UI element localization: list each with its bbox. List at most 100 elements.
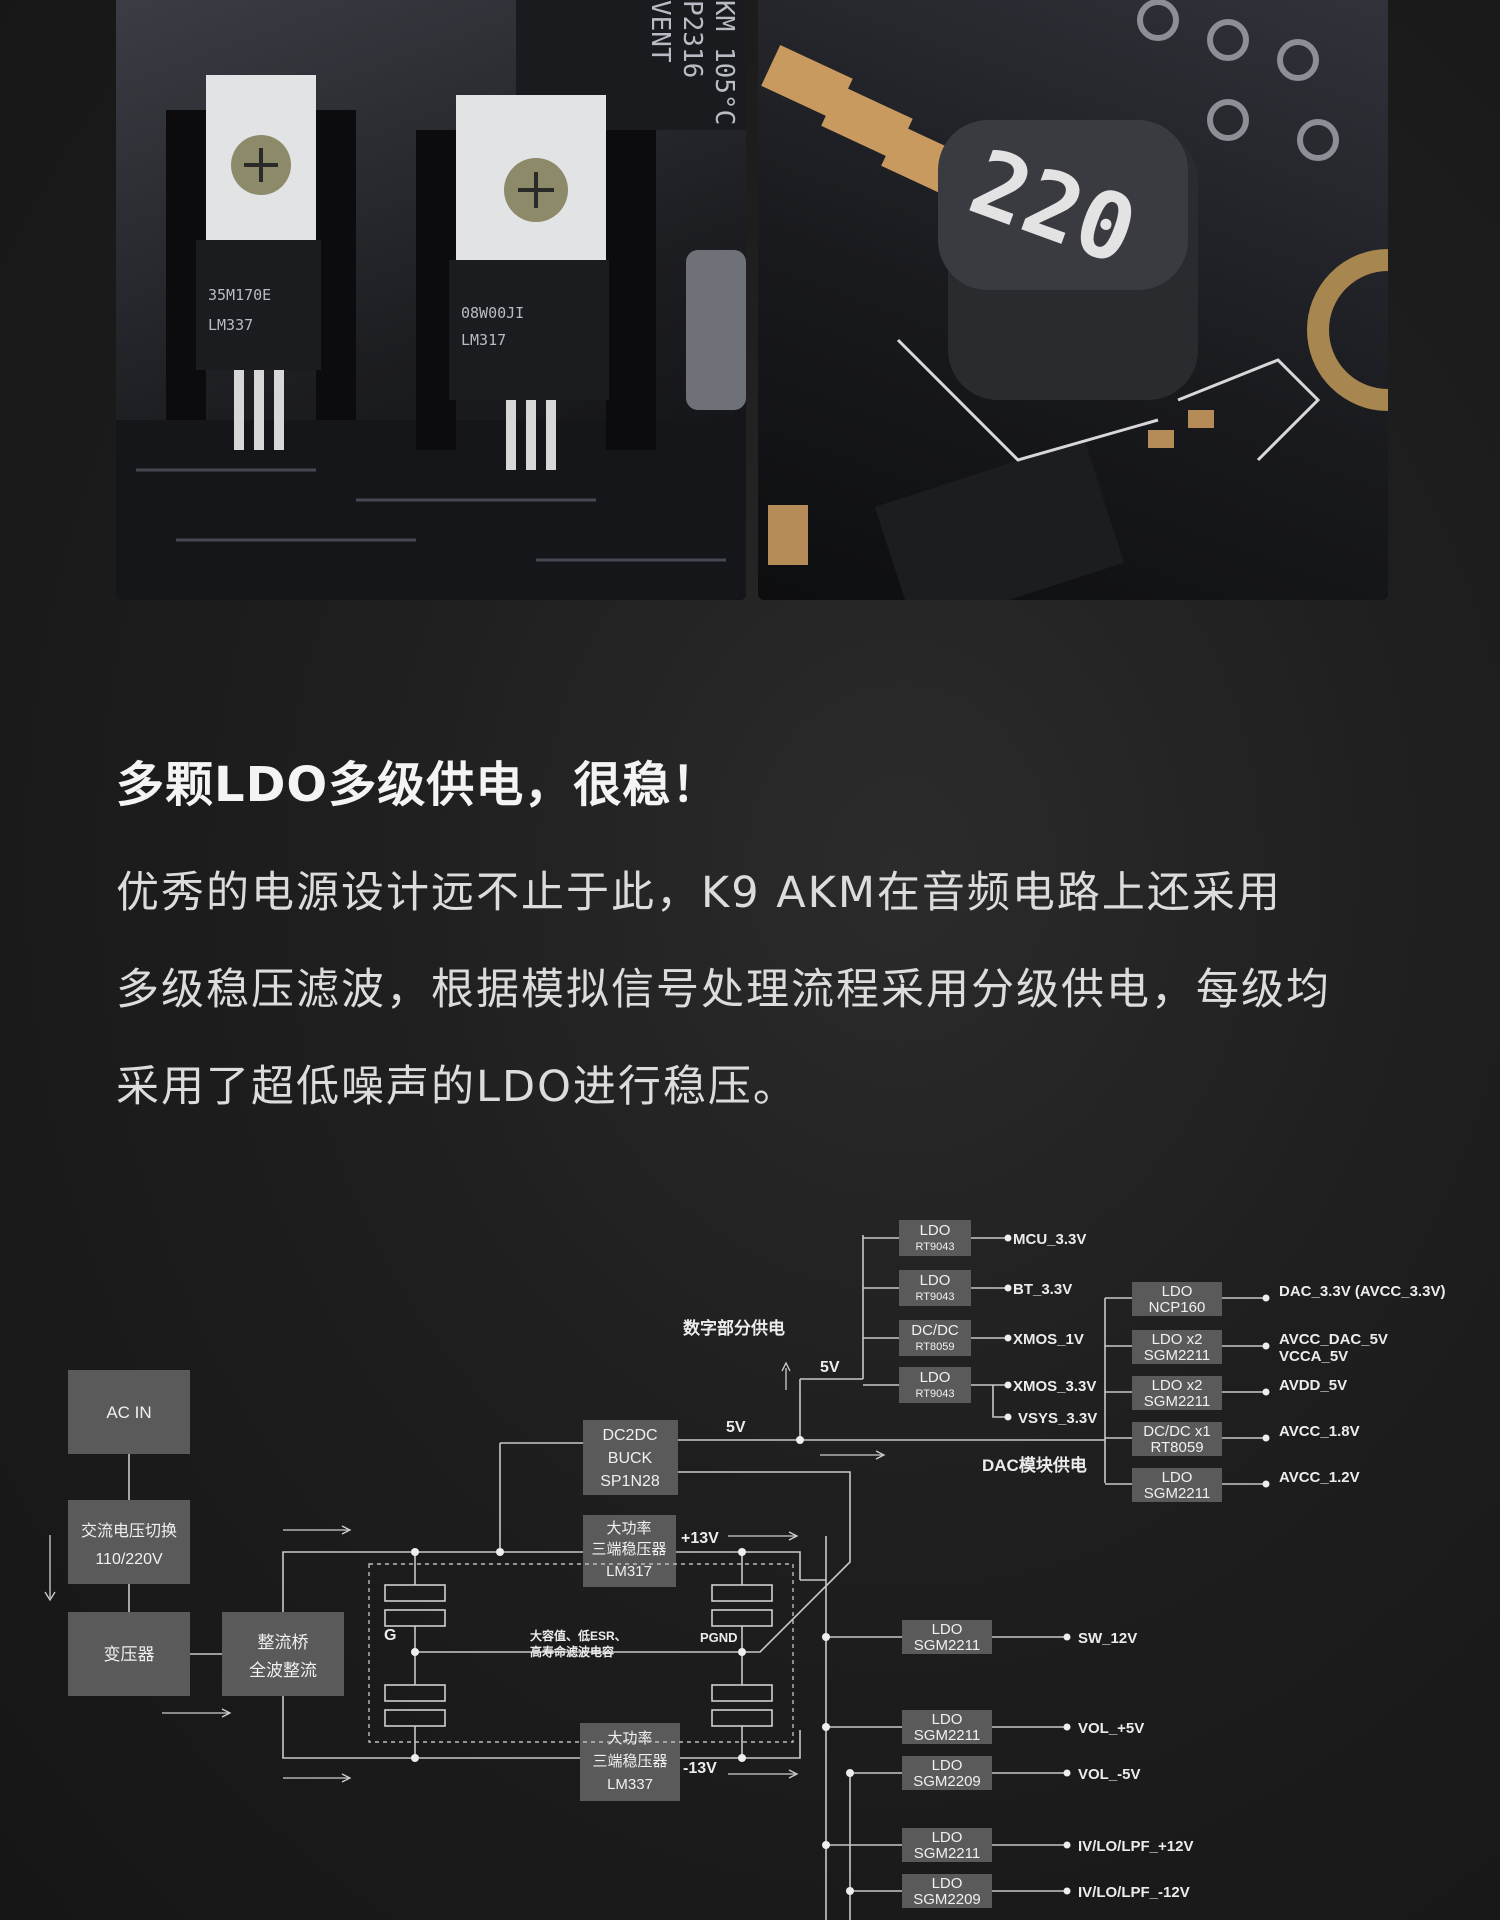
dac-regulator-type: LDO x2 bbox=[1152, 1331, 1203, 1348]
pos-regulator-box bbox=[583, 1515, 676, 1587]
cap-note-1: 大容值、低ESR、 bbox=[530, 1628, 627, 1643]
analog-regulator-type: LDO bbox=[932, 1711, 963, 1728]
analog-regulator-box bbox=[902, 1620, 992, 1654]
dac-regulator-part: RT8059 bbox=[1150, 1439, 1203, 1456]
regulator-1-code: 35M170E bbox=[208, 286, 271, 304]
neg-rail-label: -13V bbox=[683, 1760, 717, 1777]
dac-regulator-part: SGM2211 bbox=[1144, 1347, 1210, 1364]
dac-regulator-box bbox=[1132, 1376, 1222, 1410]
dac-output-label: AVCC_1.2V bbox=[1279, 1469, 1360, 1486]
analog-regulator-type: LDO bbox=[932, 1829, 963, 1846]
rectifier-box bbox=[222, 1612, 344, 1696]
headline: 多颗LDO多级供电，很稳！ bbox=[116, 757, 721, 813]
analog-regulator-part: SGM2211 bbox=[914, 1637, 980, 1654]
digital-regulator-type: LDO bbox=[920, 1272, 951, 1289]
analog-regulator-type: LDO bbox=[932, 1875, 963, 1892]
analog-output-label: SW_12V bbox=[1078, 1630, 1137, 1647]
neg-reg-line-3: LM337 bbox=[607, 1776, 653, 1793]
pos-rail-label: +13V bbox=[681, 1530, 719, 1547]
analog-output-label: IV/LO/LPF_+12V bbox=[1078, 1838, 1193, 1855]
ground-label: G bbox=[384, 1627, 396, 1644]
dac-regulator-box bbox=[1132, 1468, 1222, 1502]
rectifier-type: 全波整流 bbox=[249, 1661, 317, 1680]
dac-regulator-type: LDO x2 bbox=[1152, 1377, 1203, 1394]
regulator-2-code: 08W00JI bbox=[461, 304, 524, 322]
analog-output-label: VOL_-5V bbox=[1078, 1766, 1141, 1783]
analog-regulator-type: LDO bbox=[932, 1757, 963, 1774]
analog-regulator-box bbox=[902, 1710, 992, 1744]
dac-output-label: AVCC_1.8V bbox=[1279, 1423, 1360, 1440]
buck-line-2: BUCK bbox=[608, 1450, 653, 1467]
capacitor-bank-outline bbox=[368, 1563, 794, 1743]
body-line-1: 优秀的电源设计远不止于此，K9 AKM在音频电路上还采用 bbox=[116, 868, 1282, 918]
regulator-heatsink-photo: KM 105°C P2316 VENT 35M170E LM337 08W00J… bbox=[116, 0, 746, 600]
digital-output-label: VSYS_3.3V bbox=[1018, 1410, 1097, 1427]
ac-switch-box bbox=[68, 1500, 190, 1584]
pos-reg-line-3: LM317 bbox=[606, 1563, 652, 1580]
pgnd-label: PGND bbox=[700, 1630, 738, 1645]
dac-regulator-part: NCP160 bbox=[1149, 1299, 1206, 1316]
ac-in-box bbox=[68, 1370, 190, 1454]
pos-reg-line-2: 三端稳压器 bbox=[591, 1541, 666, 1558]
digital-regulator-type: LDO bbox=[920, 1369, 951, 1386]
ac-in-label: AC IN bbox=[106, 1403, 151, 1422]
buck-line-1: DC2DC bbox=[602, 1427, 657, 1444]
digital-output-label: XMOS_1V bbox=[1013, 1331, 1084, 1348]
cap-note-2: 高寿命滤波电容 bbox=[530, 1644, 614, 1659]
transformer-label: 变压器 bbox=[104, 1645, 155, 1664]
digital-regulator-box bbox=[899, 1320, 971, 1356]
body-line-3: 采用了超低噪声的LDO进行稳压。 bbox=[116, 1062, 798, 1112]
ac-switch-voltage: 110/220V bbox=[95, 1551, 163, 1568]
digital-output-label: MCU_3.3V bbox=[1013, 1231, 1086, 1248]
capacitor-marking-3: VENT bbox=[645, 0, 675, 63]
digital-regulator-part: RT9043 bbox=[916, 1388, 955, 1400]
dac-output-label: VCCA_5V bbox=[1279, 1348, 1348, 1365]
power-supply-diagram: AC IN 交流电压切换 110/220V 变压器 整流桥 全波整流 DC2DC… bbox=[44, 1220, 1445, 1920]
dac-output-label: AVDD_5V bbox=[1279, 1377, 1347, 1394]
dac-regulator-part: SGM2211 bbox=[1144, 1485, 1210, 1502]
dac-regulator-type: LDO bbox=[1162, 1469, 1193, 1486]
dac-supply-label: DAC模块供电 bbox=[982, 1455, 1087, 1475]
analog-regulator-part: SGM2211 bbox=[914, 1845, 980, 1862]
digital-regulator-part: RT8059 bbox=[916, 1341, 955, 1353]
body-paragraph: 优秀的电源设计远不止于此，K9 AKM在音频电路上还采用 多级稳压滤波，根据模拟… bbox=[116, 845, 1416, 1136]
digital-output-label: BT_3.3V bbox=[1013, 1281, 1072, 1298]
analog-regulator-box bbox=[902, 1828, 992, 1862]
dac-output-label: DAC_3.3V (AVCC_3.3V) bbox=[1279, 1283, 1445, 1300]
inductor-pcb-photo: 220 bbox=[758, 0, 1388, 600]
digital-regulator-box bbox=[899, 1367, 971, 1403]
digital-regulator-box bbox=[899, 1270, 971, 1306]
dac-regulator-box bbox=[1132, 1330, 1222, 1364]
digital-regulator-type: LDO bbox=[920, 1222, 951, 1239]
transformer-box bbox=[68, 1612, 190, 1696]
ac-switch-label: 交流电压切换 bbox=[81, 1522, 177, 1540]
digital-regulator-box bbox=[899, 1220, 971, 1256]
analog-regulator-box bbox=[902, 1874, 992, 1908]
regulator-1-model: LM337 bbox=[208, 316, 253, 334]
digital-regulator-part: RT9043 bbox=[916, 1291, 955, 1303]
analog-regulator-part: SGM2209 bbox=[913, 1773, 981, 1790]
digital-regulator-type: DC/DC bbox=[911, 1322, 959, 1339]
analog-regulator-box bbox=[902, 1756, 992, 1790]
capacitor-marking-2: P2316 bbox=[677, 0, 707, 78]
neg-reg-line-2: 三端稳压器 bbox=[592, 1753, 667, 1770]
buck-line-3: SP1N28 bbox=[600, 1473, 660, 1490]
dac-regulator-box bbox=[1132, 1282, 1222, 1316]
pos-reg-line-1: 大功率 bbox=[606, 1520, 651, 1537]
body-line-2: 多级稳压滤波，根据模拟信号处理流程采用分级供电，每级均 bbox=[116, 965, 1331, 1015]
dac-regulator-type: DC/DC x1 bbox=[1143, 1423, 1211, 1440]
analog-output-label: IV/LO/LPF_-12V bbox=[1078, 1884, 1190, 1901]
rectifier-label: 整流桥 bbox=[258, 1633, 309, 1652]
dac-regulator-box bbox=[1132, 1422, 1222, 1456]
dac-output-label: AVCC_DAC_5V bbox=[1279, 1331, 1388, 1348]
neg-regulator-box bbox=[580, 1723, 680, 1801]
digital-supply-label: 数字部分供电 bbox=[683, 1318, 785, 1338]
analog-output-label: VOL_+5V bbox=[1078, 1720, 1144, 1737]
analog-regulator-part: SGM2211 bbox=[914, 1727, 980, 1744]
dac-regulator-type: LDO bbox=[1162, 1283, 1193, 1300]
buck-output-label: 5V bbox=[726, 1419, 746, 1436]
buck-box bbox=[583, 1420, 678, 1495]
neg-reg-line-1: 大功率 bbox=[607, 1730, 652, 1747]
